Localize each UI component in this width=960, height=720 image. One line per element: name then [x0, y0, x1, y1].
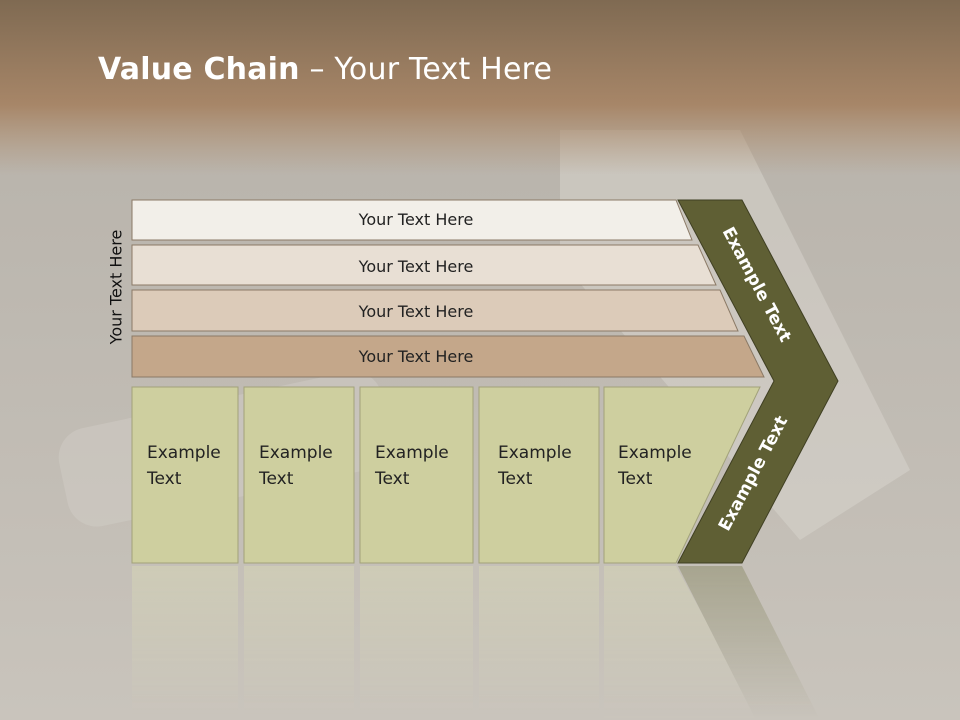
box-3-line2: Text	[374, 469, 410, 489]
title-bold: Value Chain	[98, 52, 300, 87]
box-3-shape	[359, 386, 474, 564]
bar-2: Your Text Here	[131, 244, 717, 286]
box-3-line1: Example	[375, 443, 449, 463]
box-3: Example Text	[359, 386, 474, 564]
chevron-shape	[677, 199, 839, 564]
box-1-line2: Text	[146, 469, 182, 489]
title-rest: – Your Text Here	[299, 52, 553, 87]
box-4-shape	[478, 386, 600, 564]
box-1-shape	[131, 386, 239, 564]
bar-2-label: Your Text Here	[358, 257, 474, 276]
box-4-line1: Example	[498, 443, 572, 463]
bar-1: Your Text Here	[131, 199, 693, 241]
box-5-shape	[603, 386, 761, 564]
bar-2-shape	[131, 244, 717, 286]
bar-4: Your Text Here	[131, 335, 765, 378]
box-1-line1: Example	[147, 443, 221, 463]
bar-4-label: Your Text Here	[358, 347, 474, 366]
bar-3-shape	[131, 289, 739, 332]
box-2: Example Text	[243, 386, 355, 564]
bar-4-shape	[131, 335, 765, 378]
bar-1-label: Your Text Here	[358, 210, 474, 229]
box-4-line2: Text	[497, 469, 533, 489]
box-4: Example Text	[478, 386, 600, 564]
bar-1-shape	[131, 199, 693, 241]
page-title: Value Chain – Your Text Here	[98, 52, 552, 87]
box-1: Example Text	[131, 386, 239, 564]
box-2-shape	[243, 386, 355, 564]
box-5-line2: Text	[617, 469, 653, 489]
box-2-line2: Text	[258, 469, 294, 489]
box-2-line1: Example	[259, 443, 333, 463]
bar-3-label: Your Text Here	[358, 302, 474, 321]
bar-3: Your Text Here	[131, 289, 739, 332]
box-5-line1: Example	[618, 443, 692, 463]
box-5: Example Text	[603, 386, 761, 564]
